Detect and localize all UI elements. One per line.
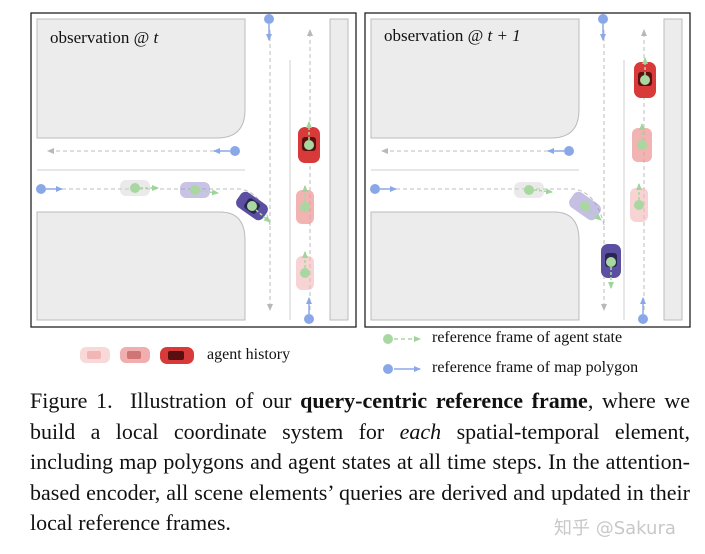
panel-title-t: observation @ t: [50, 28, 159, 47]
agent-purple-current-right: [601, 244, 621, 289]
map-block-right: [329, 18, 349, 321]
panel-right-scene: [364, 12, 691, 328]
figure-caption: Figure 1. Illustration of our query-cent…: [30, 386, 690, 539]
scene-illustration: [30, 12, 691, 374]
map-block-bottom-left: [36, 211, 246, 321]
caption-text-2: , where we build a local coordinate syst…: [30, 388, 691, 444]
map-block-top-left: [36, 18, 246, 139]
caption-bold-term: query-centric reference frame: [300, 388, 588, 413]
map-polygon-frame-markers-right: [370, 14, 648, 324]
caption-text-1: Illustration of our: [129, 388, 292, 413]
panel-title-t-plus-1: observation @ t + 1: [384, 26, 521, 45]
agent-history-horizontal: [120, 180, 219, 198]
legend-agent-state-frame: reference frame of agent state: [432, 329, 623, 346]
agent-history-legend-icons: [80, 347, 194, 364]
caption-italic-term: each: [399, 418, 442, 444]
map-polygon-frame-legend-icon: [383, 364, 421, 374]
legend-agent-history: agent history: [207, 346, 291, 363]
watermark: 知乎 @Sakura: [554, 518, 676, 539]
agent-red-vertical-right: [630, 57, 656, 222]
agent-history-right: [514, 182, 602, 221]
agent-red-vertical: [296, 121, 320, 290]
caption-text-3: spatial-temporal element, including map …: [30, 418, 691, 536]
caption-label: Figure 1.: [30, 388, 113, 413]
legend-map-polygon-frame: reference frame of map polygon: [432, 359, 639, 376]
agent-state-frame-legend-icon: [383, 334, 421, 344]
agent-purple-current: [236, 191, 271, 223]
map-polygon-frame-markers: [36, 14, 314, 324]
panel-left-scene: [30, 12, 357, 328]
